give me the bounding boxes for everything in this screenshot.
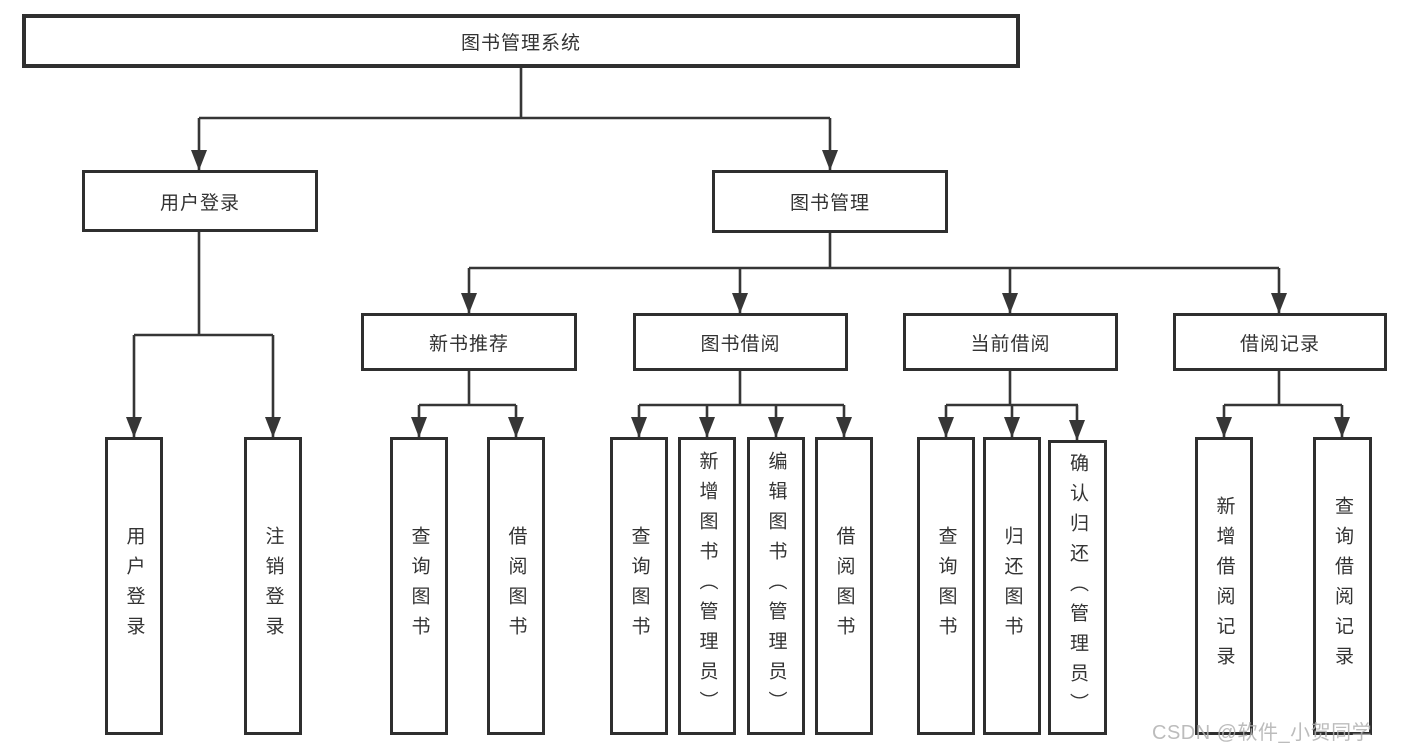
node-label: 新增借阅记录: [1213, 496, 1235, 676]
node-book-borrow: 图书借阅: [633, 313, 848, 371]
leaf-query-borrow-record: 查询借阅记录: [1313, 437, 1372, 735]
leaf-borrow-books-1: 借阅图书: [487, 437, 545, 735]
leaf-query-books-3: 查询图书: [917, 437, 975, 735]
node-label: 新书推荐: [428, 333, 509, 355]
leaf-borrow-books-2: 借阅图书: [815, 437, 873, 735]
node-label: 图书管理系统: [460, 32, 581, 54]
leaf-logout: 注销登录: [244, 437, 302, 735]
node-label: 查询图书: [935, 526, 957, 646]
node-label: 借阅图书: [505, 526, 527, 646]
leaf-return-books: 归还图书: [983, 437, 1041, 735]
leaf-query-books-1: 查询图书: [390, 437, 448, 735]
node-borrow-records: 借阅记录: [1173, 313, 1387, 371]
node-label: 查询图书: [408, 526, 430, 646]
node-label: 图书借阅: [700, 333, 781, 355]
csdn-watermark: CSDN @软件_小贺同学: [1152, 722, 1373, 744]
node-label: 归还图书: [1001, 526, 1023, 646]
node-label: 借阅图书: [833, 526, 855, 646]
connector-rails: [134, 68, 1342, 407]
node-new-book-recommend: 新书推荐: [361, 313, 577, 371]
leaf-add-book-admin: 新增图书（管理员）: [678, 437, 736, 735]
leaf-edit-book-admin: 编辑图书（管理员）: [747, 437, 805, 735]
node-label: 查询借阅记录: [1332, 496, 1353, 676]
leaf-add-borrow-record: 新增借阅记录: [1195, 437, 1253, 735]
node-label: 图书管理: [789, 193, 870, 214]
node-label: 用户登录: [123, 526, 145, 646]
node-user-login-group: 用户登录: [82, 170, 318, 232]
leaf-query-books-2: 查询图书: [610, 437, 668, 735]
leaf-user-login: 用户登录: [105, 437, 163, 735]
node-label: 注销登录: [262, 526, 284, 646]
node-label: 编辑图书（管理员）: [765, 451, 787, 721]
node-label: 确认归还（管理员）: [1067, 452, 1088, 723]
node-label: 借阅记录: [1239, 333, 1320, 355]
node-book-management: 图书管理: [712, 170, 948, 233]
node-current-borrow: 当前借阅: [903, 313, 1118, 371]
node-label: 用户登录: [159, 192, 240, 214]
node-label: 新增图书（管理员）: [696, 451, 718, 721]
leaf-confirm-return-admin: 确认归还（管理员）: [1048, 440, 1107, 735]
node-library-management-system: 图书管理系统: [22, 14, 1020, 68]
node-label: 当前借阅: [970, 333, 1051, 355]
node-label: 查询图书: [628, 526, 650, 646]
